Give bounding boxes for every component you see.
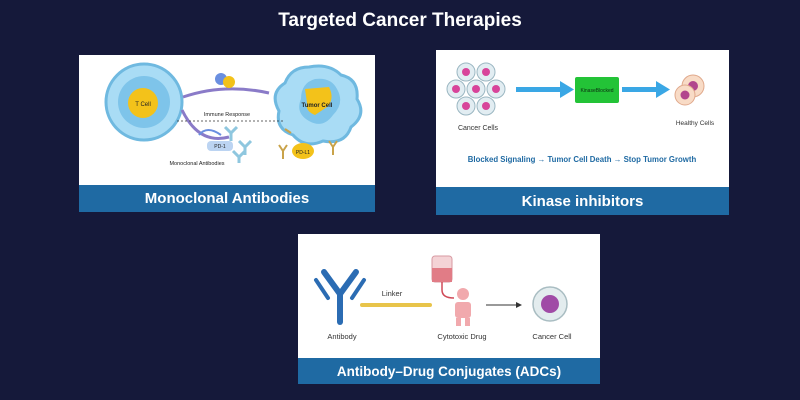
cancer-cells-label: Cancer Cells [458, 125, 499, 132]
immune-response-label: Immune Response [204, 112, 250, 118]
antibody-icon [314, 269, 366, 325]
tumor-cell [273, 64, 363, 146]
arrow-icon [516, 81, 574, 98]
kinase-box-label: KinaseBlocked [580, 88, 613, 94]
antibody-label: Antibody [327, 332, 356, 341]
drug-label: Cytotoxic Drug [437, 332, 486, 341]
antibodies-label: Monoclonal Antibodies [169, 161, 224, 167]
adc-card: Antibody Linker Cytotoxic Drug Cancer Ce… [298, 234, 600, 384]
kinase-box [575, 77, 619, 103]
healthy-cells-label: Healthy Cells [676, 120, 715, 127]
t-cell [104, 62, 184, 142]
kinase-inhibitors-card: Cancer Cells KinaseBlocked Healthy Cells… [436, 50, 729, 215]
monoclonal-illustration: T Cell Tumor Cell Immune Response PD-1 [104, 62, 363, 167]
t-cell-label: T Cell [135, 102, 151, 108]
tumor-cell-label: Tumor Cell [302, 103, 333, 109]
monoclonal-antibodies-card: T Cell Tumor Cell Immune Response PD-1 [79, 55, 375, 212]
cancer-cell-icon [532, 286, 568, 322]
cytotoxic-drug-icon [431, 255, 471, 326]
linker-label: Linker [382, 289, 403, 298]
arrow-icon [622, 81, 670, 98]
cancer-cell-label: Cancer Cell [532, 332, 572, 341]
page-title: Targeted Cancer Therapies [278, 10, 522, 31]
kinase-caption: Kinase inhibitors [436, 187, 729, 215]
pdl1-label: PD-L1 [296, 150, 310, 156]
pd1-receptor [198, 129, 233, 151]
healthy-cells [674, 74, 705, 106]
adc-illustration: Antibody Linker Cytotoxic Drug Cancer Ce… [314, 255, 572, 341]
receptor-icon [215, 73, 235, 88]
kinase-flow-text: Blocked Signaling → Tumor Cell Death → S… [468, 155, 697, 164]
linker-bar [360, 303, 432, 307]
adc-caption: Antibody–Drug Conjugates (ADCs) [298, 358, 600, 384]
monoclonal-caption: Monoclonal Antibodies [79, 185, 375, 212]
arrow-icon [486, 302, 522, 308]
kinase-illustration: Cancer Cells KinaseBlocked Healthy Cells… [446, 62, 715, 164]
antibody-icon [223, 125, 253, 163]
pdl1-receptor [278, 128, 338, 159]
pd1-label: PD-1 [214, 144, 226, 150]
cancer-cells-cluster [446, 62, 506, 116]
